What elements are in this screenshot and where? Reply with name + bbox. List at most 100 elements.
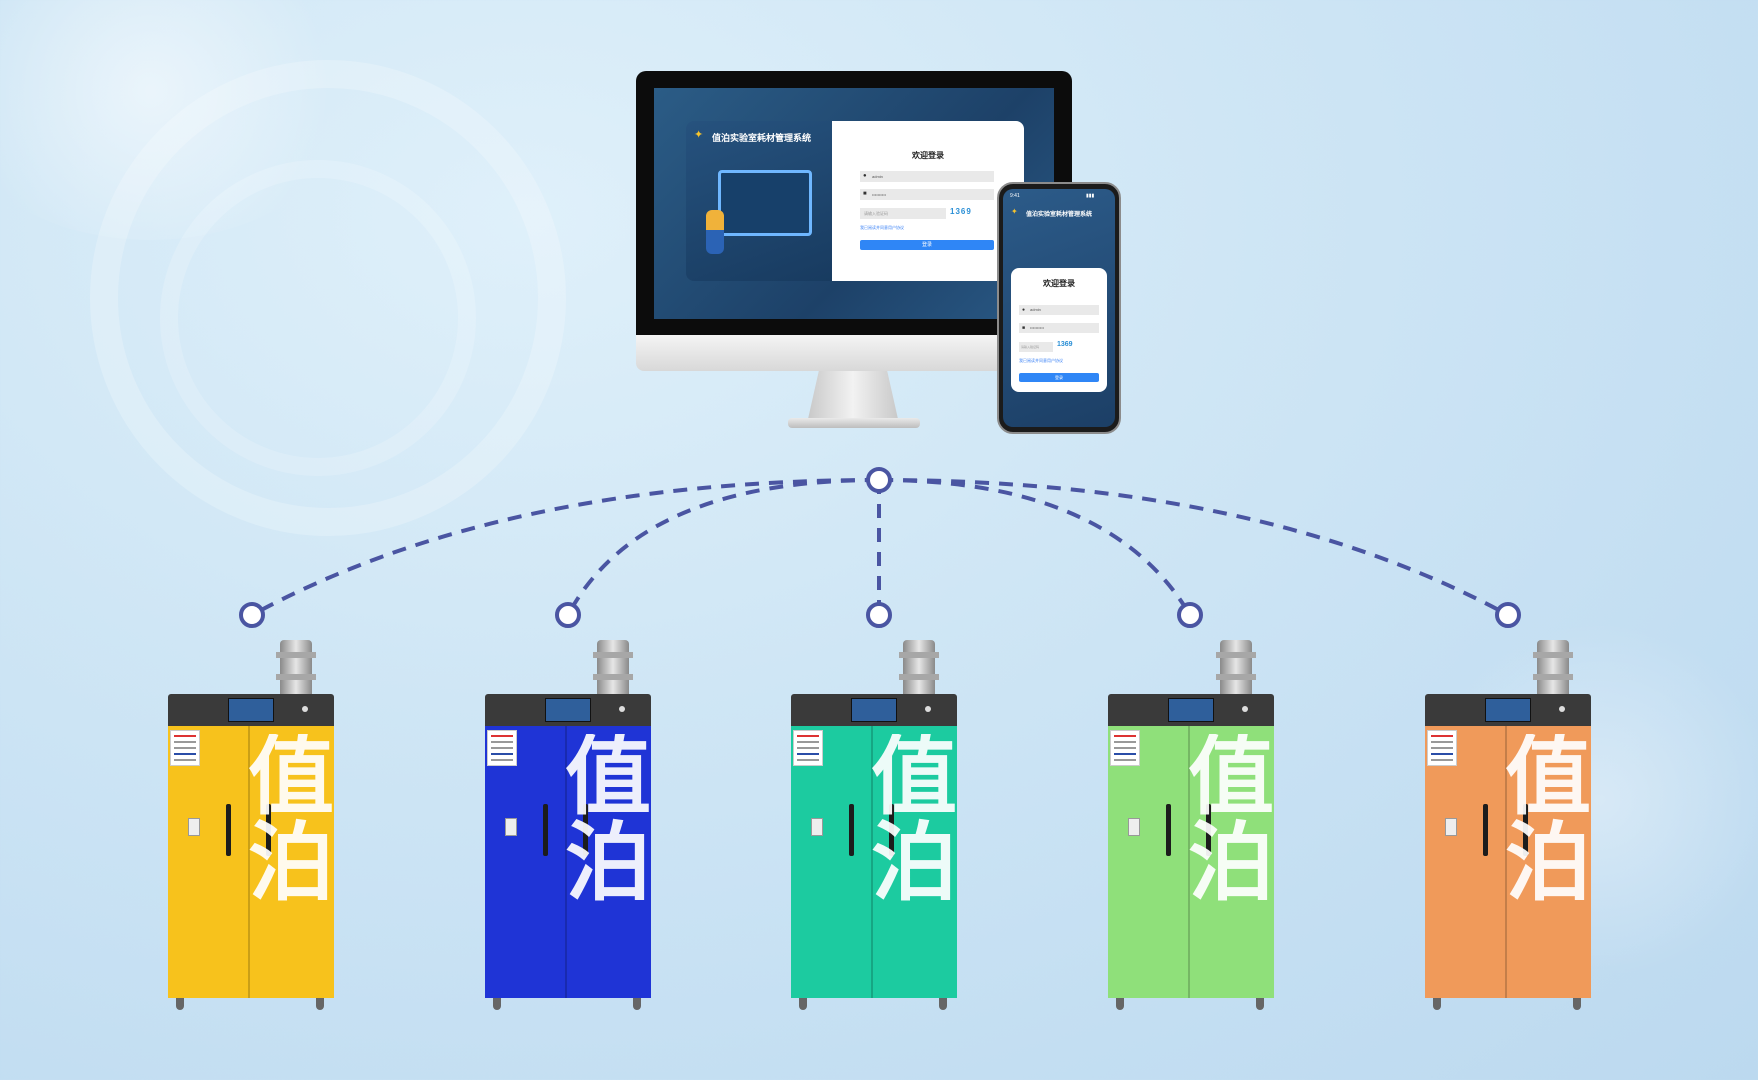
exhaust-vent xyxy=(276,640,316,698)
door-seam xyxy=(248,726,250,998)
storage-cabinet-teal: 值泊 xyxy=(789,640,959,1012)
password-field[interactable]: ■•••••••••• xyxy=(860,189,994,200)
power-button-icon[interactable] xyxy=(302,706,308,712)
cabinet-foot xyxy=(1116,998,1124,1010)
phone-status-time: 9:41 xyxy=(1010,193,1020,199)
cabinet-foot xyxy=(799,998,807,1010)
exhaust-vent xyxy=(1216,640,1256,698)
phone-login-heading: 欢迎登录 xyxy=(1043,279,1075,288)
exhaust-vent xyxy=(899,640,939,698)
cabinet-touch-display[interactable] xyxy=(545,698,591,722)
door-seam xyxy=(565,726,567,998)
safety-label xyxy=(793,730,823,766)
phone-password-field[interactable]: ■•••••••••• xyxy=(1019,323,1099,333)
lock-icon xyxy=(1445,818,1457,836)
lock-icon xyxy=(188,818,200,836)
dashboard-illustration xyxy=(718,170,812,236)
right-door-handle[interactable] xyxy=(266,804,271,856)
door-seam xyxy=(1188,726,1190,998)
door-seam xyxy=(1505,726,1507,998)
cabinet-touch-display[interactable] xyxy=(1485,698,1531,722)
link-cabinet-2 xyxy=(566,478,880,616)
cabinet-body xyxy=(485,726,651,998)
logo-icon: ✦ xyxy=(694,129,704,141)
right-door-handle[interactable] xyxy=(1206,804,1211,856)
cabinet-foot xyxy=(633,998,641,1010)
left-door-handle[interactable] xyxy=(543,804,548,856)
cabinet-body xyxy=(1108,726,1274,998)
left-door-handle[interactable] xyxy=(1166,804,1171,856)
user-icon: ● xyxy=(1022,307,1026,313)
storage-cabinet-green: 值泊 xyxy=(1106,640,1276,1012)
exhaust-vent xyxy=(593,640,633,698)
cabinet-foot xyxy=(1433,998,1441,1010)
brand-logo: 值泊 xyxy=(565,734,651,911)
storage-cabinet-blue: 值泊 xyxy=(483,640,653,1012)
cabinet-touch-display[interactable] xyxy=(851,698,897,722)
left-door-handle[interactable] xyxy=(226,804,231,856)
right-door-handle[interactable] xyxy=(583,804,588,856)
agreement-checkbox[interactable]: 我已阅读并同意用户协议 xyxy=(860,225,904,230)
background-flask-ring-inner xyxy=(160,160,476,476)
network-node-1 xyxy=(239,602,265,628)
brand-logo: 值泊 xyxy=(1188,734,1274,911)
username-field[interactable]: ●admin xyxy=(860,171,994,182)
lock-icon xyxy=(505,818,517,836)
login-heading: 欢迎登录 xyxy=(912,151,944,160)
storage-cabinet-yellow: 值泊 xyxy=(166,640,336,1012)
network-node-3 xyxy=(866,602,892,628)
right-door-handle[interactable] xyxy=(889,804,894,856)
monitor-stand xyxy=(808,371,898,419)
cabinet-foot xyxy=(1256,998,1264,1010)
cabinet-foot xyxy=(316,998,324,1010)
cabinet-touch-display[interactable] xyxy=(228,698,274,722)
phone-agreement-checkbox[interactable]: 我已阅读并同意用户协议 xyxy=(1019,358,1063,363)
safety-label xyxy=(487,730,517,766)
network-node-2 xyxy=(555,602,581,628)
door-seam xyxy=(871,726,873,998)
link-cabinet-5 xyxy=(878,478,1509,617)
captcha-image[interactable]: 1369 xyxy=(950,207,972,216)
power-button-icon[interactable] xyxy=(925,706,931,712)
user-icon: ● xyxy=(863,173,867,179)
safety-label xyxy=(1110,730,1140,766)
power-button-icon[interactable] xyxy=(1242,706,1248,712)
network-hub-node xyxy=(866,467,892,493)
system-title: 值泊实验室耗材管理系统 xyxy=(712,133,812,143)
left-door-handle[interactable] xyxy=(849,804,854,856)
phone-username-field[interactable]: ●admin xyxy=(1019,305,1099,315)
safety-label xyxy=(1427,730,1457,766)
link-cabinet-4 xyxy=(878,478,1192,617)
login-button[interactable]: 登录 xyxy=(860,240,994,250)
lock-icon xyxy=(811,818,823,836)
phone-logo-icon: ✦ xyxy=(1011,207,1018,216)
power-button-icon[interactable] xyxy=(1559,706,1565,712)
brand-logo: 值泊 xyxy=(1505,734,1591,911)
lock-icon: ■ xyxy=(1022,325,1026,331)
brand-logo: 值泊 xyxy=(248,734,334,911)
captcha-input[interactable]: 请输入验证码 xyxy=(860,208,946,219)
right-door-handle[interactable] xyxy=(1523,804,1528,856)
phone-system-title: 值泊实验室耗材管理系统 xyxy=(1026,212,1093,218)
phone-captcha-image[interactable]: 1369 xyxy=(1057,341,1073,348)
monitor-base xyxy=(788,418,920,428)
cabinet-foot xyxy=(1573,998,1581,1010)
cabinet-body xyxy=(168,726,334,998)
cabinet-foot xyxy=(939,998,947,1010)
left-door-handle[interactable] xyxy=(1483,804,1488,856)
cabinet-body xyxy=(791,726,957,998)
login-form-panel xyxy=(832,121,1024,281)
cabinet-touch-display[interactable] xyxy=(1168,698,1214,722)
phone-captcha-input[interactable]: 请输入验证码 xyxy=(1019,342,1053,352)
brand-logo: 值泊 xyxy=(871,734,957,911)
cabinet-foot xyxy=(493,998,501,1010)
cabinet-foot xyxy=(176,998,184,1010)
network-node-5 xyxy=(1495,602,1521,628)
lock-icon: ■ xyxy=(863,191,867,197)
lock-icon xyxy=(1128,818,1140,836)
phone-login-button[interactable]: 登录 xyxy=(1019,373,1099,382)
storage-cabinet-orange: 值泊 xyxy=(1423,640,1593,1012)
network-node-4 xyxy=(1177,602,1203,628)
cabinet-body xyxy=(1425,726,1591,998)
power-button-icon[interactable] xyxy=(619,706,625,712)
